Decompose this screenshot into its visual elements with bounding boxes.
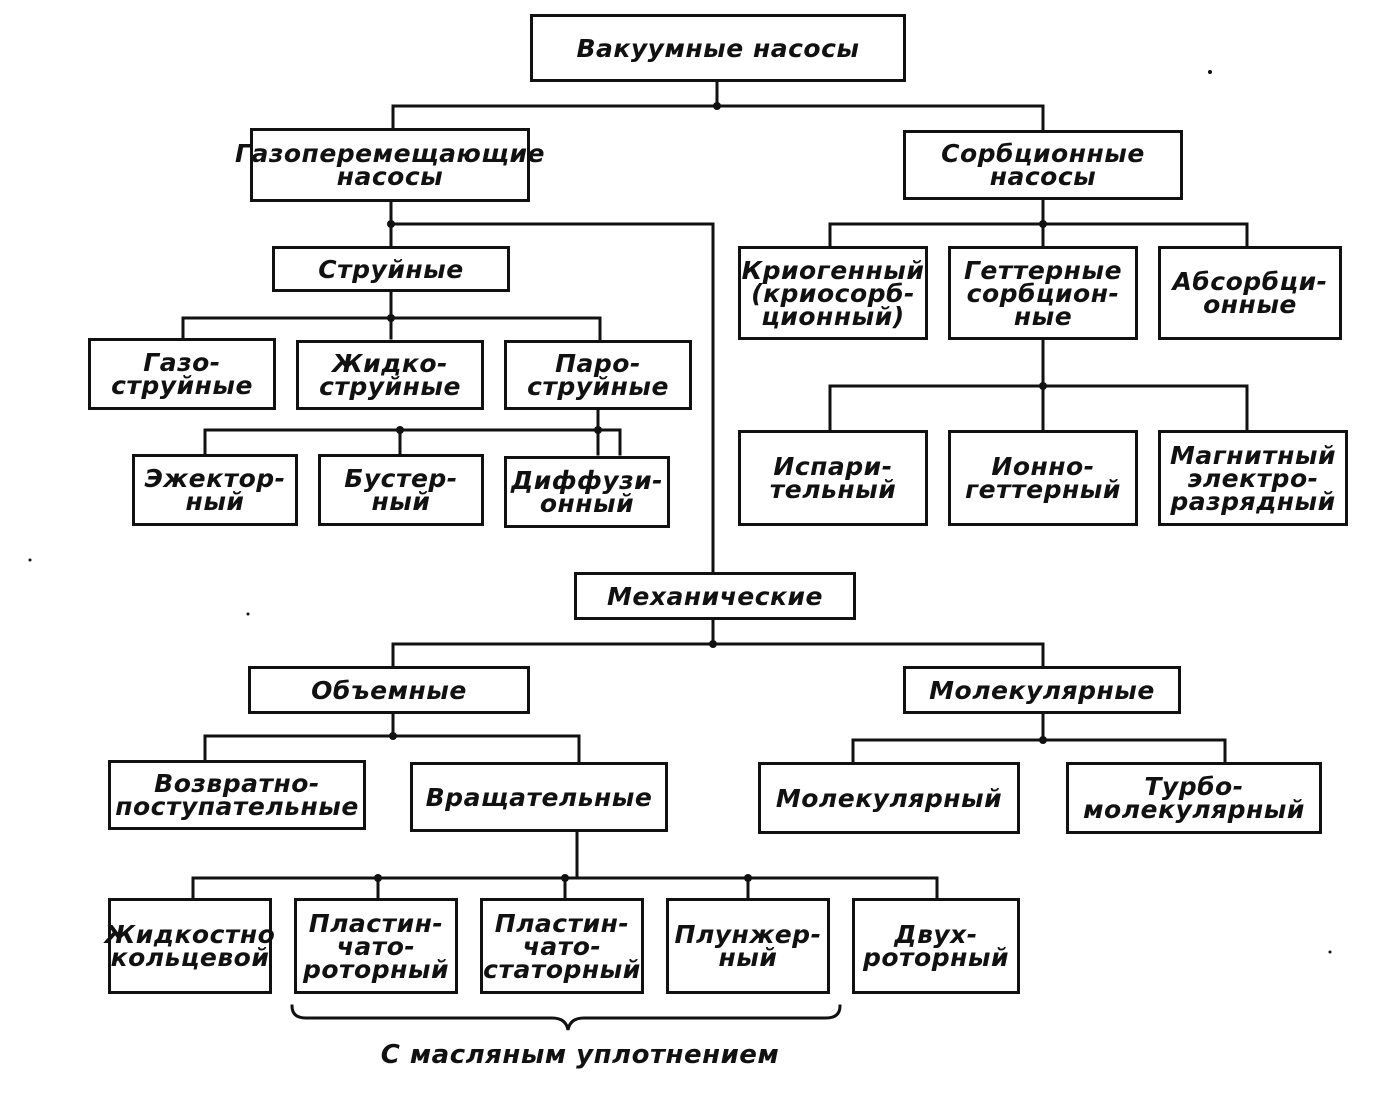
node-evaporative: Испари- тельный bbox=[738, 430, 928, 526]
node-ejector: Эжектор- ный bbox=[132, 454, 298, 526]
node-cryogenic: Криогенный (криосорб- ционный) bbox=[738, 246, 928, 340]
node-gas-transfer-pumps: Газоперемещающие насосы bbox=[235, 128, 544, 202]
node-turbomolecular: Турбо- молекулярный bbox=[1066, 762, 1322, 834]
node-label: Пластин- чато- статорный bbox=[483, 908, 641, 984]
node-label: Газо- струйные bbox=[111, 348, 253, 400]
node-liquid-ring: Жидкостно кольцевой bbox=[105, 898, 275, 994]
node-booster: Бустер- ный bbox=[318, 454, 484, 526]
node-rotary: Вращательные bbox=[410, 762, 668, 832]
node-mechanical: Механические bbox=[574, 572, 856, 620]
node-label: Двух- роторный bbox=[862, 920, 1010, 972]
node-label: Испари- тельный bbox=[769, 452, 897, 504]
node-plunger: Плунжер- ный bbox=[666, 898, 830, 994]
node-reciprocating: Возвратно- поступательные bbox=[108, 760, 366, 830]
node-molecular-group: Молекулярные bbox=[903, 666, 1181, 714]
node-label: Магнитный электро- разрядный bbox=[1170, 440, 1336, 516]
node-label: Вакуумные насосы bbox=[576, 33, 860, 63]
node-label: Объемные bbox=[311, 675, 467, 705]
node-label: Бустер- ный bbox=[344, 464, 458, 516]
node-gas-jet: Газо- струйные bbox=[88, 338, 276, 410]
node-label: Геттерные сорбцион- ные bbox=[963, 255, 1123, 331]
node-label: Молекулярные bbox=[929, 675, 1155, 705]
node-label: Жидкостно кольцевой bbox=[104, 920, 276, 972]
node-label: Абсорбци- онные bbox=[1172, 267, 1328, 319]
node-label: Механические bbox=[607, 581, 823, 611]
node-label: Молекулярный bbox=[775, 783, 1003, 813]
node-getter-sorption: Геттерные сорбцион- ные bbox=[948, 246, 1138, 340]
node-rotary-vane: Пластин- чато- роторный bbox=[294, 898, 458, 994]
node-magnetic-discharge: Магнитный электро- разрядный bbox=[1158, 430, 1348, 526]
node-molecular: Молекулярный bbox=[758, 762, 1020, 834]
node-label: Плунжер- ный bbox=[674, 920, 822, 972]
node-label: Турбо- молекулярный bbox=[1083, 772, 1305, 824]
node-ion-getter: Ионно- геттерный bbox=[948, 430, 1138, 526]
node-sorption-pumps: Сорбционные насосы bbox=[903, 130, 1183, 200]
node-label: Возвратно- поступательные bbox=[115, 769, 359, 821]
node-label: Эжектор- ный bbox=[144, 464, 286, 516]
node-liquid-jet: Жидко- струйные bbox=[296, 340, 484, 410]
node-label: Струйные bbox=[318, 254, 464, 284]
node-volumetric: Объемные bbox=[248, 666, 530, 714]
node-diffusion: Диффузи- онный bbox=[504, 456, 670, 528]
node-label: Жидко- струйные bbox=[319, 349, 461, 401]
node-vapor-jet: Паро- струйные bbox=[504, 340, 692, 410]
node-label: Газоперемещающие насосы bbox=[235, 139, 545, 191]
node-label: Вращательные bbox=[425, 782, 653, 812]
node-label: Ионно- геттерный bbox=[965, 452, 1121, 504]
node-jet: Струйные bbox=[272, 246, 510, 292]
oil-seal-caption: С масляным уплотнением bbox=[380, 1040, 780, 1070]
node-vacuum-pumps: Вакуумные насосы bbox=[530, 14, 906, 82]
node-label: Диффузи- онный bbox=[510, 466, 664, 518]
node-label: Сорбционные насосы bbox=[941, 139, 1145, 191]
node-label: Паро- струйные bbox=[527, 349, 669, 401]
node-stator-vane: Пластин- чато- статорный bbox=[480, 898, 644, 994]
node-label: Пластин- чато- роторный bbox=[302, 908, 450, 984]
node-absorption: Абсорбци- онные bbox=[1158, 246, 1342, 340]
node-label: Криогенный (криосорб- ционный) bbox=[741, 255, 925, 331]
node-twin-rotor: Двух- роторный bbox=[852, 898, 1020, 994]
